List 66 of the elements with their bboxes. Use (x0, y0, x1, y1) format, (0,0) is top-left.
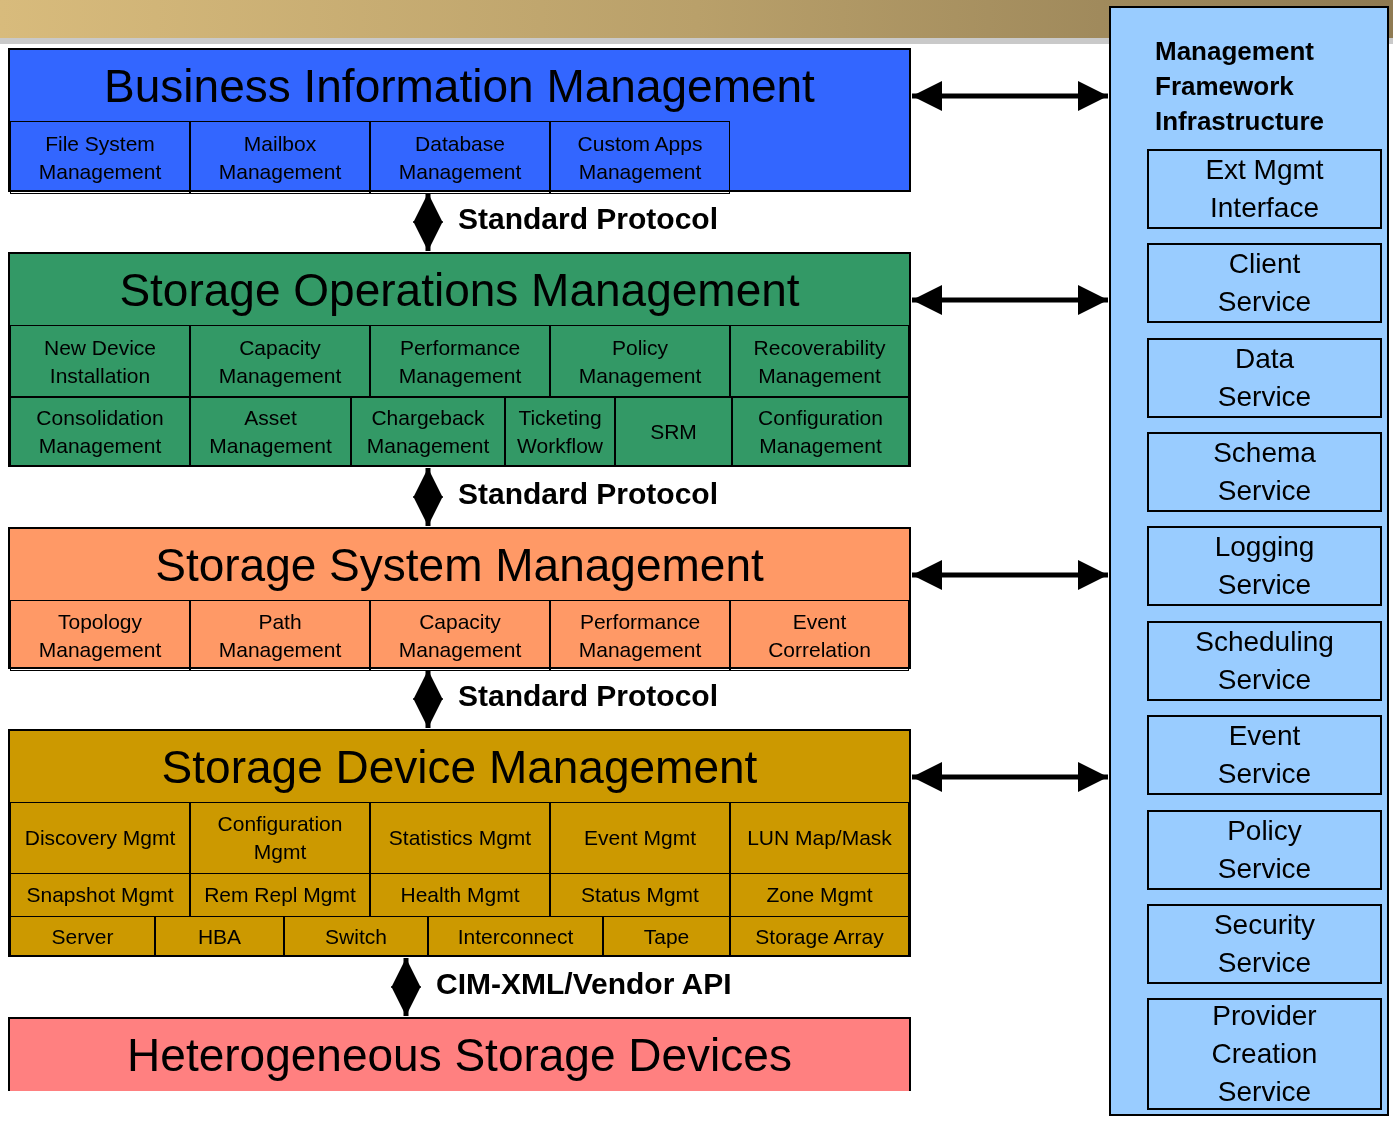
component-box: Event Correlation (730, 600, 909, 671)
component-box: Tape (603, 916, 730, 957)
component-box: Path Management (190, 600, 370, 671)
service-box: Data Service (1147, 338, 1382, 418)
double-arrow (413, 468, 443, 526)
double-arrow (912, 762, 1108, 792)
layer-panel (8, 1017, 911, 1091)
component-box: Switch (284, 916, 428, 957)
component-box: Performance Management (370, 325, 550, 398)
component-box: File System Management (10, 121, 190, 194)
layer-title: Storage Operations Management (118, 263, 801, 318)
component-box: Configuration Mgmt (190, 802, 370, 874)
service-box: Security Service (1147, 904, 1382, 984)
component-box: Mailbox Management (190, 121, 370, 194)
component-box: Ticketing Workflow (505, 396, 615, 467)
framework-panel (1109, 6, 1389, 1116)
layer-panel (8, 48, 911, 192)
layer-panel (8, 527, 911, 669)
component-box: Rem Repl Mgmt (190, 873, 370, 917)
component-box: Capacity Management (190, 325, 370, 398)
component-box: Storage Array (730, 916, 909, 957)
component-box: Interconnect (428, 916, 603, 957)
service-box: Event Service (1147, 715, 1382, 795)
component-box: Recoverability Management (730, 325, 909, 398)
service-box: Client Service (1147, 243, 1382, 323)
double-arrow (912, 560, 1108, 590)
layer-title: Business Information Management (103, 59, 816, 114)
component-box: Consolidation Management (10, 396, 190, 467)
double-arrow (391, 958, 421, 1016)
component-box: Server (10, 916, 155, 957)
component-box: Zone Mgmt (730, 873, 909, 917)
component-box: Status Mgmt (550, 873, 730, 917)
layer-title: Heterogeneous Storage Devices (126, 1028, 793, 1083)
component-box: Topology Management (10, 600, 190, 671)
double-arrow (413, 670, 443, 728)
layer-panel (8, 729, 911, 957)
component-box: Database Management (370, 121, 550, 194)
component-box: HBA (155, 916, 284, 957)
component-box: Discovery Mgmt (10, 802, 190, 874)
double-arrow (912, 81, 1108, 111)
component-box: Performance Management (550, 600, 730, 671)
component-box: LUN Map/Mask (730, 802, 909, 874)
component-box: Asset Management (190, 396, 351, 467)
service-box: Logging Service (1147, 526, 1382, 606)
service-box: Scheduling Service (1147, 621, 1382, 701)
double-arrow (413, 193, 443, 251)
layer-title: Storage Device Management (160, 740, 759, 795)
component-box: Capacity Management (370, 600, 550, 671)
component-box: Chargeback Management (351, 396, 505, 467)
component-box: Statistics Mgmt (370, 802, 550, 874)
component-box: Policy Management (550, 325, 730, 398)
layer-panel (8, 252, 911, 467)
service-box: Provider Creation Service (1147, 998, 1382, 1110)
component-box: Event Mgmt (550, 802, 730, 874)
service-box: Schema Service (1147, 432, 1382, 512)
component-box: SRM (615, 396, 732, 467)
component-box: Snapshot Mgmt (10, 873, 190, 917)
component-box: Custom Apps Management (550, 121, 730, 194)
component-box: Health Mgmt (370, 873, 550, 917)
layer-title: Storage System Management (154, 538, 765, 593)
double-arrow (912, 285, 1108, 315)
service-box: Ext Mgmt Interface (1147, 149, 1382, 229)
service-box: Policy Service (1147, 810, 1382, 890)
panel-title: Management Framework Infrastructure (1155, 35, 1326, 138)
component-box: New Device Installation (10, 325, 190, 398)
component-box: Configuration Management (732, 396, 909, 467)
